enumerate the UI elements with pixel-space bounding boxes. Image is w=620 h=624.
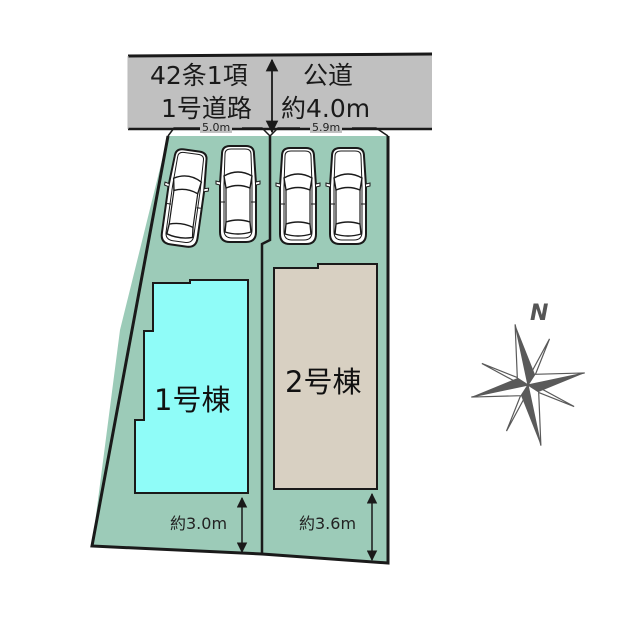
compass-north-label: N bbox=[530, 301, 549, 326]
frontage-lot-2: 5.9m bbox=[310, 121, 343, 134]
road bbox=[127, 52, 433, 131]
road-classification-line1: 42条1項 bbox=[150, 61, 248, 90]
car-icon bbox=[325, 147, 371, 245]
compass-rose-icon bbox=[471, 324, 585, 446]
building-2-label: 2号棟 bbox=[285, 365, 362, 399]
lot-divider bbox=[260, 136, 272, 554]
building-1-label: 1号棟 bbox=[154, 383, 231, 417]
car-icon bbox=[275, 147, 321, 245]
setback-label-1: 約3.0m bbox=[170, 514, 228, 533]
building-2 bbox=[273, 263, 378, 490]
road-type-label: 公道 bbox=[303, 61, 354, 90]
road-width-label: 約4.0m bbox=[281, 94, 371, 123]
setback-label-2: 約3.6m bbox=[299, 514, 357, 533]
building-1 bbox=[134, 279, 249, 494]
road-classification-line2: 1号道路 bbox=[161, 94, 252, 123]
frontage-lot-1: 5.0m bbox=[200, 121, 233, 134]
car-icon bbox=[215, 145, 261, 243]
